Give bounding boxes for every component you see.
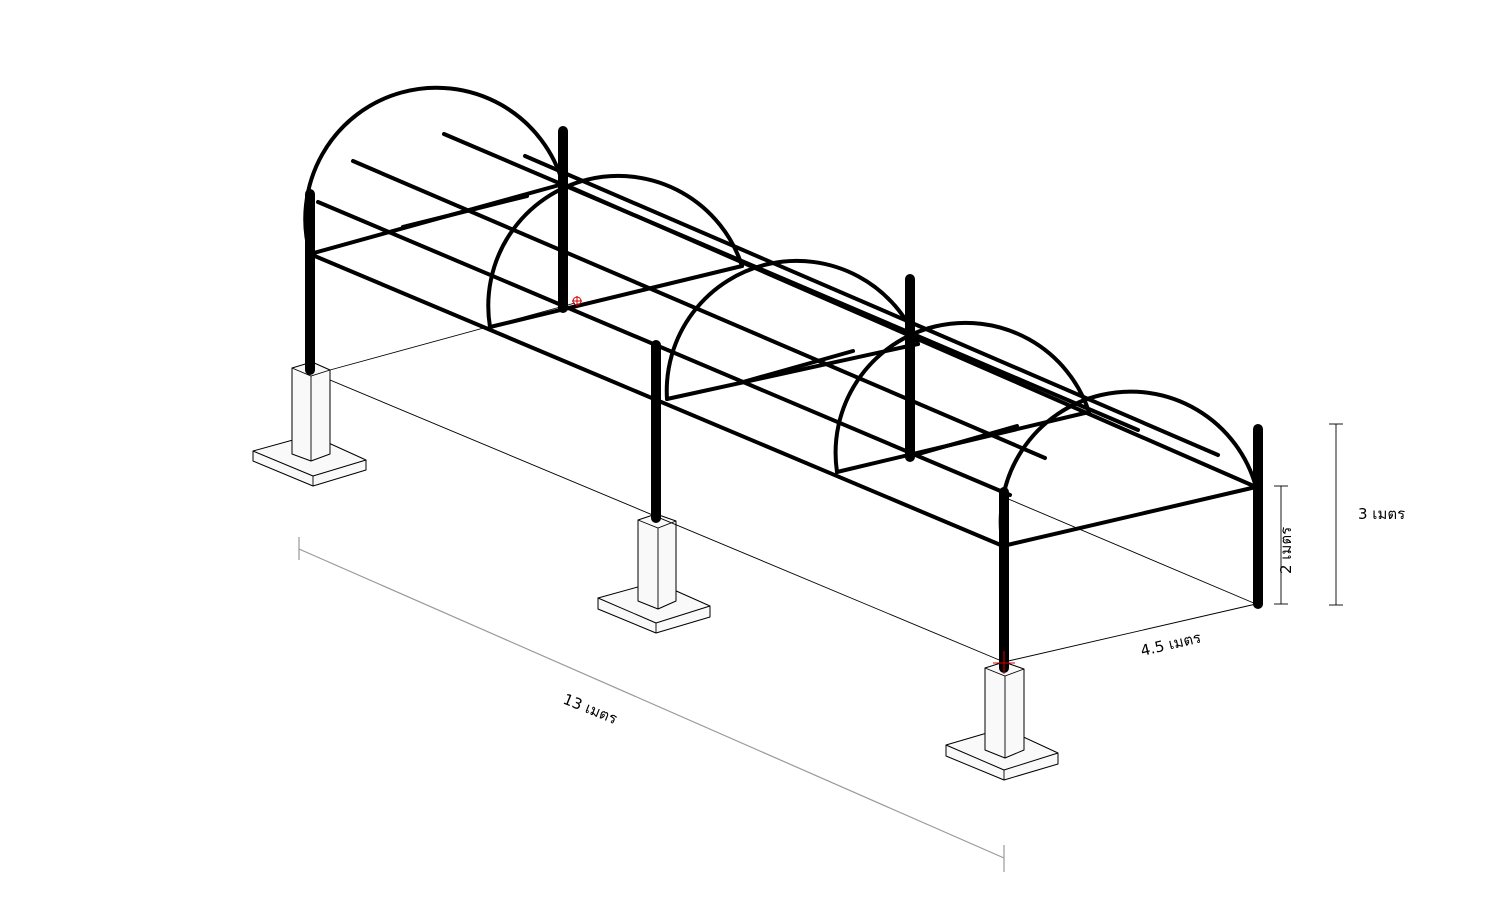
width-dimension-label: 4.5 เมตร [1139, 629, 1203, 660]
dimension-total-height [1329, 423, 1343, 606]
ground-guides [329, 302, 1257, 663]
footing-middle [597, 513, 711, 634]
reference-markers [572, 296, 1015, 674]
footing-back-left [252, 361, 367, 487]
wall-height-dimension-label: 2 เมตร [1277, 527, 1295, 574]
posts [305, 126, 1263, 673]
length-dimension-label: 13 เมตร [561, 690, 620, 728]
dimension-wall-height [1274, 485, 1288, 605]
footing-front-right [945, 661, 1059, 781]
total-height-dimension-label: 3 เมตร [1358, 505, 1405, 523]
roof-frame [303, 85, 1258, 548]
dimension-length [298, 537, 1005, 872]
